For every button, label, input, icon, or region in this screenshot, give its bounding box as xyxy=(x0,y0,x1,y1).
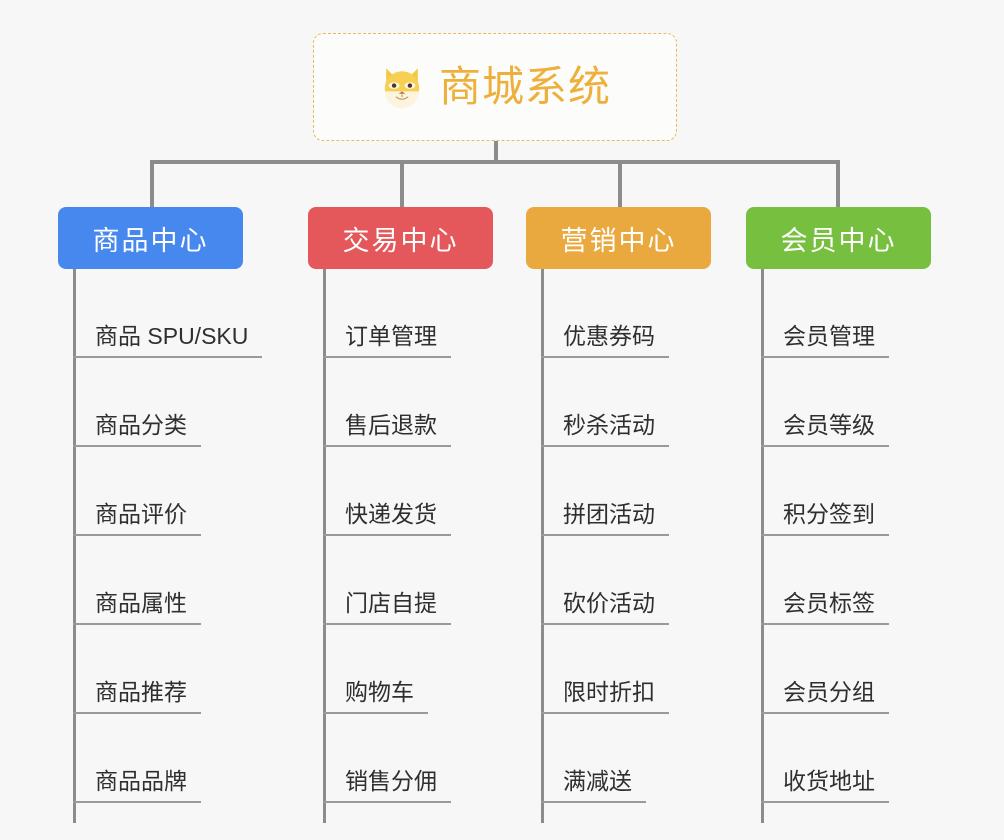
leaf-label: 购物车 xyxy=(323,679,428,714)
list-item[interactable]: 购物车 xyxy=(323,625,493,714)
list-item[interactable]: 会员分组 xyxy=(761,625,931,714)
leaf-label: 商品属性 xyxy=(73,590,201,625)
leaf-label: 订单管理 xyxy=(323,323,451,358)
trunk-line-marketing xyxy=(541,269,544,823)
category-header-marketing[interactable]: 营销中心 xyxy=(526,207,711,269)
list-item[interactable]: 会员等级 xyxy=(761,358,931,447)
list-item[interactable]: 售后退款 xyxy=(323,358,493,447)
leaf-label: 会员标签 xyxy=(761,590,889,625)
leaf-label: 会员分组 xyxy=(761,679,889,714)
root-node[interactable]: 商城系统 xyxy=(313,33,677,141)
leaf-label: 会员管理 xyxy=(761,323,889,358)
list-item[interactable]: 收货地址 xyxy=(761,714,931,803)
leaf-label: 商品品牌 xyxy=(73,768,201,803)
category-header-trade[interactable]: 交易中心 xyxy=(308,207,493,269)
list-item[interactable]: 优惠券码 xyxy=(541,269,711,358)
list-item[interactable]: 积分签到 xyxy=(761,447,931,536)
connector-drop-2 xyxy=(618,160,622,207)
shiba-dog-emoji xyxy=(379,64,425,110)
list-item[interactable]: 限时折扣 xyxy=(541,625,711,714)
list-item[interactable]: 快递发货 xyxy=(323,447,493,536)
leaf-list-marketing: 优惠券码 秒杀活动 拼团活动 砍价活动 限时折扣 满减送 xyxy=(526,269,711,823)
leaf-label: 优惠券码 xyxy=(541,323,669,358)
connector-horizontal-bus xyxy=(150,160,840,164)
list-item[interactable]: 拼团活动 xyxy=(541,447,711,536)
list-item[interactable]: 会员管理 xyxy=(761,269,931,358)
trunk-line-member xyxy=(761,269,764,823)
leaf-label: 满减送 xyxy=(541,768,646,803)
leaf-label: 会员等级 xyxy=(761,412,889,447)
list-item[interactable]: 门店自提 xyxy=(323,536,493,625)
list-item[interactable]: 商品评价 xyxy=(73,447,243,536)
connector-drop-3 xyxy=(836,160,840,207)
list-item[interactable]: 商品品牌 xyxy=(73,714,243,803)
leaf-label: 售后退款 xyxy=(323,412,451,447)
leaf-label: 限时折扣 xyxy=(541,679,669,714)
leaf-list-product: 商品 SPU/SKU 商品分类 商品评价 商品属性 商品推荐 商品品牌 xyxy=(58,269,263,823)
list-item[interactable]: 商品推荐 xyxy=(73,625,243,714)
leaf-label: 商品分类 xyxy=(73,412,201,447)
leaf-label: 销售分佣 xyxy=(323,768,451,803)
leaf-label: 快递发货 xyxy=(323,501,451,536)
leaf-label: 收货地址 xyxy=(761,768,889,803)
trunk-line-trade xyxy=(323,269,326,823)
branch-column-trade: 交易中心 订单管理 售后退款 快递发货 门店自提 购物车 销售分佣 xyxy=(308,207,493,823)
leaf-label: 商品 SPU/SKU xyxy=(73,323,263,358)
trunk-line-product xyxy=(73,269,76,823)
branch-column-product: 商品中心 商品 SPU/SKU 商品分类 商品评价 商品属性 商品推荐 商品品牌 xyxy=(58,207,263,823)
list-item[interactable]: 商品分类 xyxy=(73,358,243,447)
leaf-label: 门店自提 xyxy=(323,590,451,625)
leaf-label: 积分签到 xyxy=(761,501,889,536)
connector-root-stem xyxy=(494,141,498,163)
branch-column-marketing: 营销中心 优惠券码 秒杀活动 拼团活动 砍价活动 限时折扣 满减送 xyxy=(526,207,711,823)
leaf-list-member: 会员管理 会员等级 积分签到 会员标签 会员分组 收货地址 xyxy=(746,269,931,823)
list-item[interactable]: 砍价活动 xyxy=(541,536,711,625)
leaf-label: 砍价活动 xyxy=(541,590,669,625)
connector-drop-1 xyxy=(400,160,404,207)
connector-drop-0 xyxy=(150,160,154,207)
list-item[interactable]: 商品属性 xyxy=(73,536,243,625)
leaf-label: 秒杀活动 xyxy=(541,412,669,447)
list-item[interactable]: 销售分佣 xyxy=(323,714,493,803)
leaf-label: 商品评价 xyxy=(73,501,201,536)
branch-column-member: 会员中心 会员管理 会员等级 积分签到 会员标签 会员分组 收货地址 xyxy=(746,207,931,823)
list-item[interactable]: 订单管理 xyxy=(323,269,493,358)
leaf-list-trade: 订单管理 售后退款 快递发货 门店自提 购物车 销售分佣 xyxy=(308,269,493,823)
leaf-label: 商品推荐 xyxy=(73,679,201,714)
list-item[interactable]: 商品 SPU/SKU xyxy=(73,269,263,358)
category-header-product[interactable]: 商品中心 xyxy=(58,207,243,269)
list-item[interactable]: 满减送 xyxy=(541,714,711,803)
list-item[interactable]: 秒杀活动 xyxy=(541,358,711,447)
root-title: 商城系统 xyxy=(438,63,611,110)
leaf-label: 拼团活动 xyxy=(541,501,669,536)
list-item[interactable]: 会员标签 xyxy=(761,536,931,625)
category-header-member[interactable]: 会员中心 xyxy=(746,207,931,269)
